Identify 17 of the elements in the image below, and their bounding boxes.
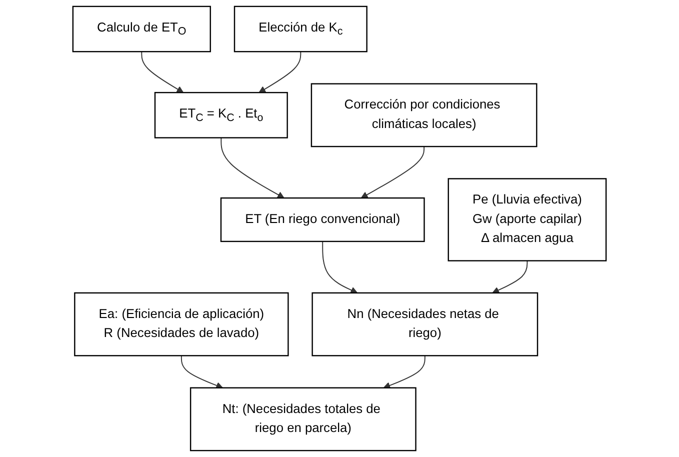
node-box: Corrección por condiciones climáticas locales) [310,83,538,148]
node-box: Nn (Necesidades netas de riego) [312,292,538,356]
arrow [492,260,528,294]
node-box: Elección de K$_{c}$ [234,6,368,52]
node-box: Nt: (Necesidades totales de riego en parcela) [190,387,416,452]
node-box: Calculo de ET$_{O}$ [72,6,211,52]
arrow [180,355,224,389]
arrow [220,137,284,198]
arrow [322,240,358,294]
node-box: Ea: (Eficiencia de aplicación) R (Necesidades de lavado) [74,292,289,356]
arrow [383,355,426,389]
arrow [360,146,425,198]
node-box: ET$_{C}$ = K$_{C}$ . Et$_{o}$ [154,92,288,138]
arrow [141,51,184,93]
node-box: ET (En riego convencional) [220,197,425,242]
arrow [258,51,302,93]
node-box: Pe (Lluvia efectiva) Gw (aporte capilar) Δ almacen agua [448,178,607,262]
